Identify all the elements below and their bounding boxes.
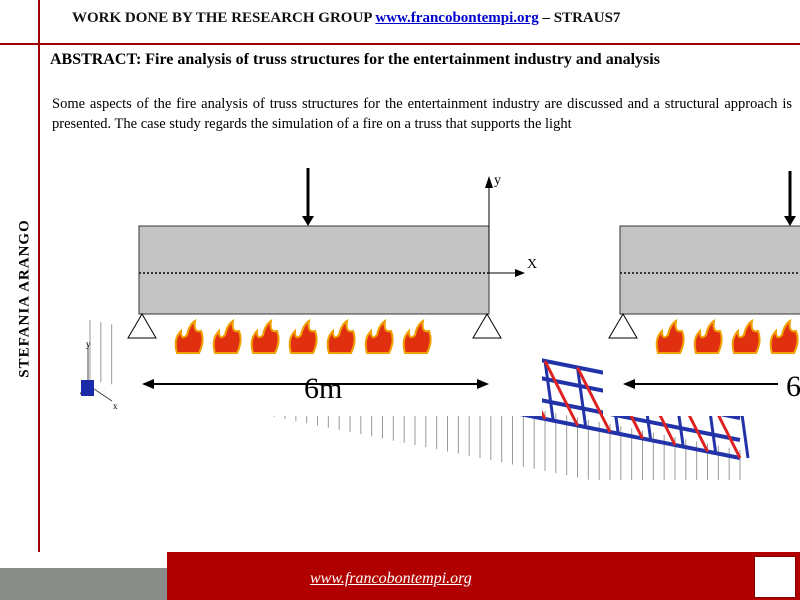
fire-icons (174, 318, 432, 354)
x-axis-label: X (527, 257, 537, 272)
header-text: WORK DONE BY THE RESEARCH GROUP (72, 10, 376, 26)
axis-y-label: y (86, 339, 91, 349)
fire-icon (364, 318, 394, 354)
author-vertical: STEFANIA ARANGO (16, 219, 33, 378)
axis-x-label: x (113, 401, 118, 411)
beam-fire-diagram: X y 6m (122, 166, 542, 416)
fire-icon (402, 318, 432, 354)
axes-triad-icon: y x z (80, 339, 118, 411)
truss-post (576, 367, 587, 426)
left-divider (38, 0, 40, 552)
abstract-body: Some aspects of the fire analysis of tru… (52, 96, 792, 132)
fire-icon (731, 318, 761, 354)
span-label: 6m (304, 372, 342, 405)
fire-icon (250, 318, 280, 354)
fire-icon (288, 318, 318, 354)
header-link[interactable]: www.francobontempi.org (375, 10, 539, 26)
fire-icon (212, 318, 242, 354)
span-label-2: 6 (786, 370, 800, 403)
header-divider (0, 43, 800, 45)
header-suffix: – STRAUS7 (538, 10, 621, 26)
slide-header: WORK DONE BY THE RESEARCH GROUP www.fran… (72, 10, 620, 27)
footer-bar (167, 552, 800, 600)
fire-icon (655, 318, 685, 354)
fire-icon (693, 318, 723, 354)
fire-icons-2 (655, 318, 799, 354)
abstract-title: ABSTRACT: Fire analysis of truss structu… (50, 51, 660, 68)
truss-post (543, 360, 555, 420)
truss-diagonal (543, 360, 579, 427)
footer-gray-block (0, 568, 167, 600)
footer-link[interactable]: www.francobontempi.org (310, 570, 472, 587)
seal-logo (754, 556, 796, 598)
university-logo (0, 552, 167, 568)
beam-fire-diagram-2: 6 (603, 166, 800, 416)
fire-icon (174, 318, 204, 354)
y-axis-label: y (494, 173, 501, 188)
fire-icon (326, 318, 356, 354)
fire-icon (769, 318, 799, 354)
truss-diagonal (576, 366, 612, 433)
